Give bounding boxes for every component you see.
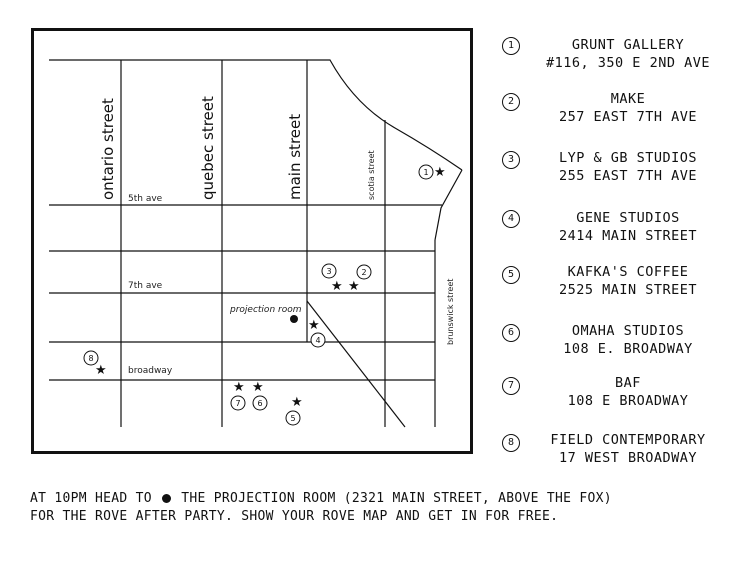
legend-address-2: 257 EAST 7TH AVE <box>558 109 698 125</box>
brunswick-street-label: brunswick street <box>446 279 455 345</box>
legend-number-1: 1 <box>502 37 520 55</box>
projection-room-label: projection room <box>229 305 302 315</box>
marker-3-circle <box>321 263 337 279</box>
marker-4-circle <box>310 332 326 348</box>
marker-5-number: 5 <box>290 414 295 423</box>
marker-7-circle <box>230 395 246 411</box>
legend-number-6: 6 <box>502 324 520 342</box>
scotia-street-label: scotia street <box>367 150 376 200</box>
footer-note: AT 10PM HEAD TO THE PROJECTION ROOM (232… <box>30 490 730 526</box>
legend-address-4: 2414 MAIN STREET <box>558 228 698 244</box>
legend-number-8: 8 <box>502 434 520 452</box>
marker-4-number: 4 <box>315 336 320 345</box>
legend-name-5: KAFKA'S COFFEE <box>567 264 689 280</box>
footer-line-1: AT 10PM HEAD TO THE PROJECTION ROOM (232… <box>30 490 730 508</box>
marker-8-circle <box>83 350 99 366</box>
legend-address-5: 2525 MAIN STREET <box>558 282 698 298</box>
brunswick-diagonal <box>434 169 463 241</box>
legend-number-2: 2 <box>502 93 520 111</box>
projection-room-dot-icon <box>162 494 172 503</box>
star-5-icon: ★ <box>291 395 303 410</box>
legend-address-8: 17 WEST BROADWAY <box>558 450 698 466</box>
marker-2-circle <box>356 264 372 280</box>
star-1-icon: ★ <box>434 165 446 180</box>
marker-8-number: 8 <box>88 354 93 363</box>
legend-number-4: 4 <box>502 210 520 228</box>
legend-item-6: 6 OMAHA STUDIOS 108 E. BROADWAY <box>500 321 740 361</box>
legend-number-7: 7 <box>502 377 520 395</box>
star-3-icon: ★ <box>331 279 343 294</box>
kingsway-diagonal <box>306 300 406 428</box>
legend-name-7: BAF <box>615 375 641 391</box>
venue-stars: ★ ★ ★ ★ ★ ★ ★ ★ <box>95 165 446 410</box>
projection-room-dot <box>290 315 298 323</box>
ontario-street-label: ontario street <box>99 98 117 200</box>
legend-address-1: #116, 350 E 2ND AVE <box>546 55 710 71</box>
legend-address-3: 255 EAST 7TH AVE <box>558 168 698 184</box>
marker-7-number: 7 <box>235 399 240 408</box>
seventh-ave-label: 7th ave <box>128 281 163 291</box>
footer-line-1-after: THE PROJECTION ROOM (2321 MAIN STREET, A… <box>181 491 612 506</box>
legend-name-4: GENE STUDIOS <box>576 210 680 226</box>
footer-line-2: FOR THE ROVE AFTER PARTY. SHOW YOUR ROVE… <box>30 509 559 524</box>
fifth-ave-label: 5th ave <box>128 194 163 204</box>
marker-1-circle <box>418 164 434 180</box>
broadway-label: broadway <box>128 366 173 376</box>
star-7-icon: ★ <box>233 380 245 395</box>
footer-line-1-before: AT 10PM HEAD TO <box>30 491 152 506</box>
legend-name-6: OMAHA STUDIOS <box>571 323 685 339</box>
legend-name-3: LYP & GB STUDIOS <box>558 150 698 166</box>
legend-item-8: 8 FIELD CONTEMPORARY 17 WEST BROADWAY <box>500 431 740 471</box>
legend-item-1: 1 GRUNT GALLERY #116, 350 E 2ND AVE <box>500 34 740 74</box>
legend-name-1: GRUNT GALLERY <box>571 37 685 53</box>
map-frame <box>31 28 473 454</box>
marker-6-number: 6 <box>257 399 262 408</box>
star-4-icon: ★ <box>308 318 320 333</box>
legend-address-6: 108 E. BROADWAY <box>563 341 693 357</box>
legend-name-8: FIELD CONTEMPORARY <box>550 432 706 448</box>
marker-6-circle <box>252 395 268 411</box>
legend-address-7: 108 E BROADWAY <box>567 393 689 409</box>
star-2-icon: ★ <box>348 279 360 294</box>
legend-name-2: MAKE <box>610 91 646 107</box>
legend-item-7: 7 BAF 108 E BROADWAY <box>500 374 740 414</box>
quebec-street-label: quebec street <box>199 96 217 200</box>
star-8-icon: ★ <box>95 363 107 378</box>
star-6-icon: ★ <box>252 380 264 395</box>
marker-5-circle <box>285 410 301 426</box>
legend-item-4: 4 GENE STUDIOS 2414 MAIN STREET <box>500 207 740 247</box>
marker-2-number: 2 <box>361 268 366 277</box>
legend-item-3: 3 LYP & GB STUDIOS 255 EAST 7TH AVE <box>500 148 740 188</box>
legend-number-3: 3 <box>502 151 520 169</box>
legend-number-5: 5 <box>502 266 520 284</box>
marker-1-number: 1 <box>423 168 428 177</box>
main-street-label: main street <box>286 114 304 200</box>
legend-item-5: 5 KAFKA'S COFFEE 2525 MAIN STREET <box>500 263 740 303</box>
marker-3-number: 3 <box>326 267 331 276</box>
great-northern-way-curve <box>49 59 463 171</box>
legend-item-2: 2 MAKE 257 EAST 7TH AVE <box>500 90 740 130</box>
